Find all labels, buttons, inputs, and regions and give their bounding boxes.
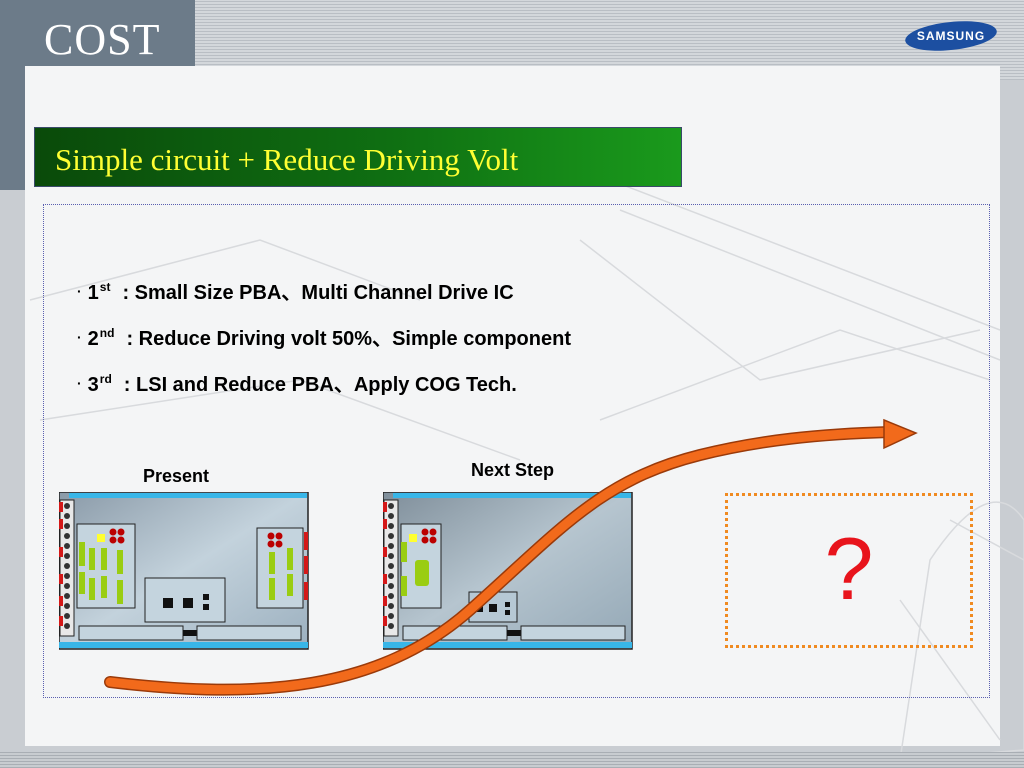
bullet-suffix: nd [99,326,115,340]
footer-band [0,752,1024,768]
bullet-item: · 3rd : LSI and Reduce PBA、Apply COG Tech. [77,368,571,414]
bullet-item: · 1st : Small Size PBA、Multi Channel Drive… [77,276,571,322]
bullet-text: : LSI and Reduce PBA、Apply COG Tech. [123,374,517,396]
bullet-number: 2 [87,328,99,350]
present-pcb-diagram [59,492,309,650]
samsung-logo: SAMSUNG [905,21,997,51]
bullet-number: 1 [87,282,99,304]
next-step-label: Next Step [471,460,555,480]
title-side-accent [0,80,25,190]
bullet-text: : Reduce Driving volt 50%、Simple compone… [126,328,571,350]
content-box [43,204,990,698]
question-mark: ? [824,519,874,618]
bullet-dot: · [77,375,82,391]
section-heading: Simple circuit + Reduce Driving Volt [55,142,519,177]
bullet-suffix: st [99,280,111,294]
bullet-suffix: rd [99,372,112,386]
bullet-text: : Small Size PBA、Multi Channel Drive IC [122,282,514,304]
future-step-box: ? [725,493,973,648]
slide-title: COST [44,15,161,64]
section-heading-bar: Simple circuit + Reduce Driving Volt [34,127,682,187]
logo-text: SAMSUNG [917,29,985,43]
bullet-number: 3 [87,374,99,396]
bullet-dot: · [77,283,82,299]
present-label: Present [143,466,210,486]
bullet-item: · 2nd : Reduce Driving volt 50%、Simple com… [77,322,571,368]
bullet-dot: · [77,329,82,345]
bullet-list: · 1st : Small Size PBA、Multi Channel Drive… [77,276,571,414]
